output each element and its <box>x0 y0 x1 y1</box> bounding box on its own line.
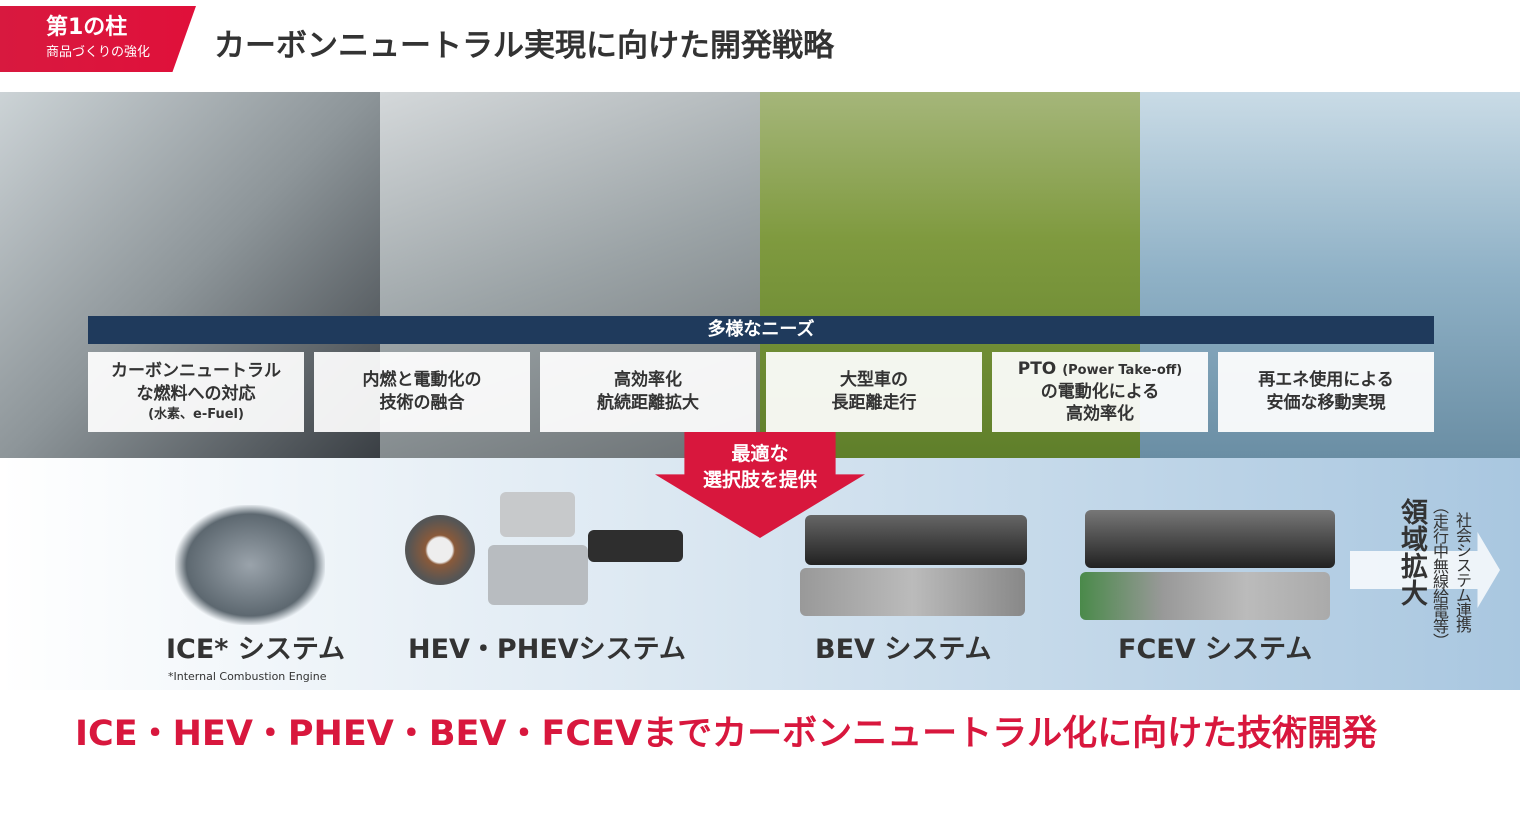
ice-system-label: ICE* システム <box>166 634 346 665</box>
bev-system-label: BEV システム <box>815 634 992 665</box>
need-text: な燃料への対応 <box>136 384 256 405</box>
need-card: 大型車の長距離走行 <box>766 352 982 432</box>
expansion-paren: （走行中無線給電等） <box>1430 498 1449 648</box>
bev-parts-image <box>800 568 1025 616</box>
expansion-text-group: 領域拡大 （走行中無線給電等） 社会システム連携 <box>1396 498 1472 648</box>
need-text: 安価な移動実現 <box>1266 393 1386 413</box>
need-text: 高効率化 <box>614 370 682 391</box>
expansion-main: 領域拡大 <box>1396 498 1427 606</box>
bev-platform-image <box>805 515 1027 565</box>
arrow-text: 選択肢を提供 <box>702 468 817 491</box>
pillar-title: 第1の柱 <box>46 15 128 40</box>
need-card: 高効率化航続距離拡大 <box>540 352 756 432</box>
need-text: 高効率化 <box>1066 404 1134 425</box>
need-card: カーボンニュートラルな燃料への対応 (水素、e-Fuel) <box>88 352 304 432</box>
ice-footnote: *Internal Combustion Engine <box>168 670 327 683</box>
pillar-subtitle: 商品づくりの強化 <box>46 45 151 60</box>
need-text: の電動化による <box>1040 381 1160 402</box>
needs-list: カーボンニュートラルな燃料への対応 (水素、e-Fuel) 内燃と電動化の技術の融… <box>88 352 1434 432</box>
fcev-system-label: FCEV システム <box>1118 634 1313 665</box>
hev-phev-system-label: HEV・PHEVシステム <box>408 634 686 665</box>
need-text: 技術の融合 <box>379 393 465 413</box>
need-text: 大型車の <box>840 370 908 391</box>
inverter-image <box>488 545 588 605</box>
need-text: 航続距離拡大 <box>597 393 699 413</box>
fcev-platform-image <box>1085 510 1335 568</box>
engine-image <box>175 505 325 625</box>
need-text: (水素、e-Fuel) <box>148 407 244 423</box>
need-card: 再エネ使用による安価な移動実現 <box>1218 352 1434 432</box>
ecu-image <box>588 530 683 562</box>
need-card: 内燃と電動化の技術の融合 <box>314 352 530 432</box>
need-card: PTO (Power Take-off) の電動化による高効率化 <box>992 352 1208 432</box>
need-text: カーボンニュートラル <box>111 361 281 382</box>
fcev-parts-image <box>1080 572 1330 620</box>
battery-image <box>500 492 575 537</box>
footer-message: ICE・HEV・PHEV・BEV・FCEVまでカーボンニュートラル化に向けた技術… <box>75 714 1378 754</box>
pillar-badge: 第1の柱 商品づくりの強化 <box>0 6 196 72</box>
needs-heading: 多様なニーズ <box>88 316 1434 344</box>
need-text: 再エネ使用による <box>1258 370 1394 391</box>
motor-image <box>405 515 475 585</box>
need-text: 内燃と電動化の <box>362 370 482 391</box>
page-title: カーボンニュートラル実現に向けた開発戦略 <box>214 28 834 64</box>
need-text: 長距離走行 <box>831 393 917 413</box>
expansion-side: 社会システム連携 <box>1453 512 1472 632</box>
arrow-text: 最適な <box>731 443 789 465</box>
need-text: PTO <box>1017 358 1057 379</box>
need-text: (Power Take-off) <box>1062 362 1183 378</box>
